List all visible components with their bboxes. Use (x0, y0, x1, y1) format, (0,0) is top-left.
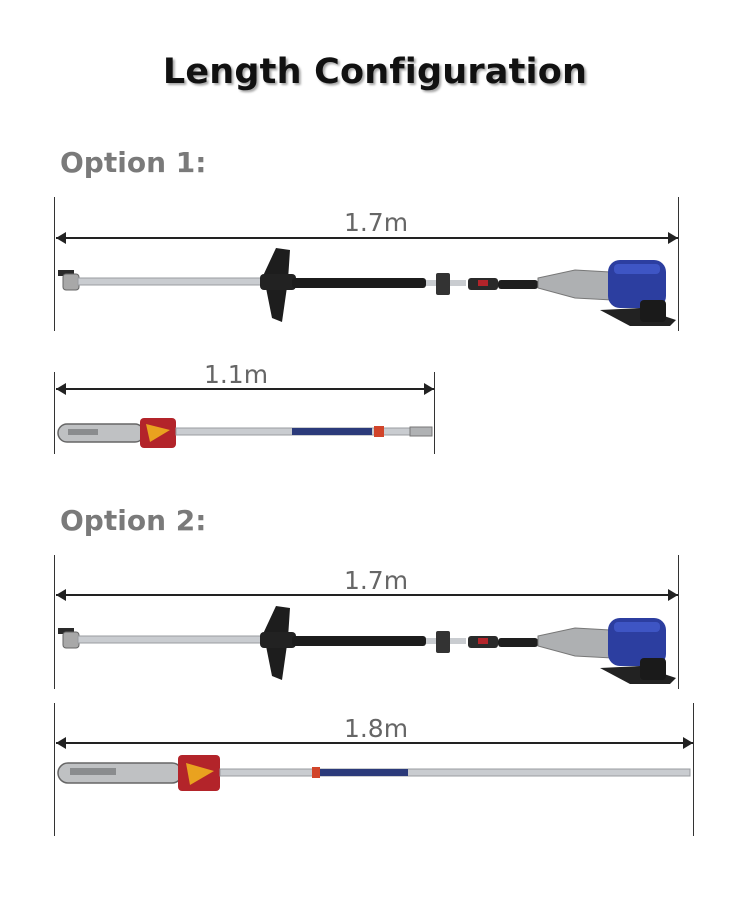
measurement-label: 1.7m (343, 208, 409, 237)
dimension-arrow (56, 736, 693, 750)
coupling-icon (58, 628, 80, 649)
handle-icon (260, 248, 296, 322)
engine-icon (600, 260, 676, 326)
coupling-icon (58, 270, 80, 291)
option-2-label: Option 2: (60, 504, 207, 537)
boundary-line-right (434, 372, 435, 454)
chainsaw-bar-icon (57, 762, 183, 784)
saw-head-icon (140, 418, 176, 448)
dimension-arrow (56, 588, 678, 602)
chainsaw-bar-icon (57, 423, 145, 443)
dimension-arrow (56, 231, 678, 245)
boundary-line-left (54, 197, 55, 331)
handle-icon (260, 606, 296, 680)
pole-saw-attachment-short-image (57, 418, 433, 448)
boundary-line-right (678, 197, 679, 331)
pole-engine-unit-image (58, 248, 676, 326)
saw-head-icon (178, 755, 220, 791)
boundary-line-left (54, 372, 55, 454)
engine-icon (600, 618, 676, 684)
measurement-label: 1.1m (203, 360, 269, 389)
option-1-label: Option 1: (60, 146, 207, 179)
boundary-line-left (54, 555, 55, 689)
measurement-label: 1.7m (343, 566, 409, 595)
pole-engine-unit-image (58, 606, 676, 684)
boundary-line-left (54, 703, 55, 836)
measurement-label: 1.8m (343, 714, 409, 743)
page-title: Length Configuration (162, 52, 588, 92)
boundary-line-right (693, 703, 694, 836)
boundary-line-right (678, 555, 679, 689)
pole-saw-attachment-long-image (57, 755, 691, 791)
dimension-arrow (56, 382, 434, 396)
